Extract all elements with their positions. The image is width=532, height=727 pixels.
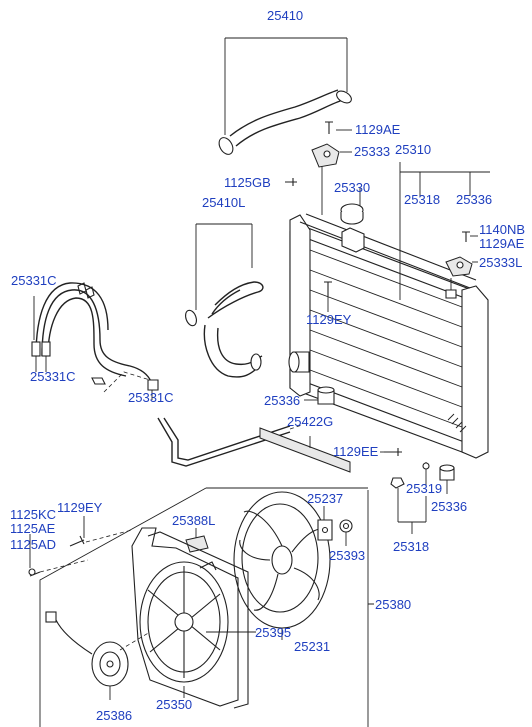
label-25318-top: 25318 bbox=[404, 192, 441, 207]
label-1129ae-right: 1129AE bbox=[479, 236, 525, 251]
label-25333: 25333 bbox=[354, 144, 391, 159]
fan-shroud-bolts bbox=[28, 516, 133, 577]
label-25331c-pipe: 25331C bbox=[128, 390, 174, 405]
lower-insulator-left bbox=[304, 386, 335, 405]
label-25333l: 25333L bbox=[479, 255, 523, 270]
label-25422g: 25422G bbox=[287, 414, 334, 429]
right-mounting-bracket bbox=[445, 231, 478, 277]
cooling-fan bbox=[233, 491, 331, 640]
label-25330: 25330 bbox=[334, 180, 371, 195]
upper-radiator-hose bbox=[218, 37, 352, 155]
label-25319: 25319 bbox=[406, 481, 443, 496]
label-25395: 25395 bbox=[255, 625, 292, 640]
lower-mounting-parts bbox=[390, 462, 455, 534]
fan-clip-and-nut bbox=[317, 506, 353, 546]
label-1129ey-low: 1129EY bbox=[57, 500, 103, 515]
label-25237: 25237 bbox=[307, 491, 344, 506]
oil-cooler-hoses bbox=[31, 282, 159, 393]
oil-cooler-pipe bbox=[151, 390, 303, 467]
label-25331c-mid: 25331C bbox=[30, 369, 76, 384]
label-25336-low: 25336 bbox=[431, 499, 468, 514]
upper-plug bbox=[445, 278, 457, 299]
radiator-cap bbox=[340, 203, 365, 253]
label-25410l: 25410L bbox=[202, 195, 246, 210]
label-25310: 25310 bbox=[395, 142, 432, 157]
label-25410: 25410 bbox=[267, 8, 304, 23]
fan-group-bracket bbox=[39, 487, 374, 727]
label-25388l: 25388L bbox=[172, 513, 216, 528]
label-1129ae-top: 1129AE bbox=[355, 122, 401, 137]
label-25331c-top: 25331C bbox=[11, 273, 57, 288]
fan-motor bbox=[45, 611, 151, 700]
label-25380: 25380 bbox=[375, 597, 412, 612]
label-1129ey-mid: 1129EY bbox=[306, 312, 352, 327]
label-25318-low: 25318 bbox=[393, 539, 430, 554]
radiator-core bbox=[289, 213, 489, 459]
label-25336-top: 25336 bbox=[456, 192, 493, 207]
label-25386: 25386 bbox=[96, 708, 133, 723]
bolt-1125gb bbox=[285, 178, 297, 186]
label-1125kc: 1125KC bbox=[10, 507, 57, 522]
upper-mounting-bracket bbox=[311, 121, 352, 215]
fan-shroud bbox=[131, 527, 249, 709]
bolt-1129ee bbox=[380, 448, 402, 456]
label-1140nb: 1140NB bbox=[479, 222, 526, 237]
seal-strip bbox=[259, 427, 351, 473]
label-25350: 25350 bbox=[156, 697, 193, 712]
label-1125ad: 1125AD bbox=[10, 537, 57, 552]
label-1125ae: 1125AE bbox=[10, 521, 56, 536]
bolt-1129ey bbox=[324, 281, 332, 312]
label-1125gb: 1125GB bbox=[224, 175, 271, 190]
radiator-group-leader bbox=[359, 162, 490, 300]
label-25231: 25231 bbox=[294, 639, 331, 654]
label-1129ee: 1129EE bbox=[333, 444, 379, 459]
label-25336-mid: 25336 bbox=[264, 393, 301, 408]
lower-radiator-hose bbox=[185, 223, 310, 378]
caution-label bbox=[185, 528, 209, 553]
label-25393: 25393 bbox=[329, 548, 366, 563]
